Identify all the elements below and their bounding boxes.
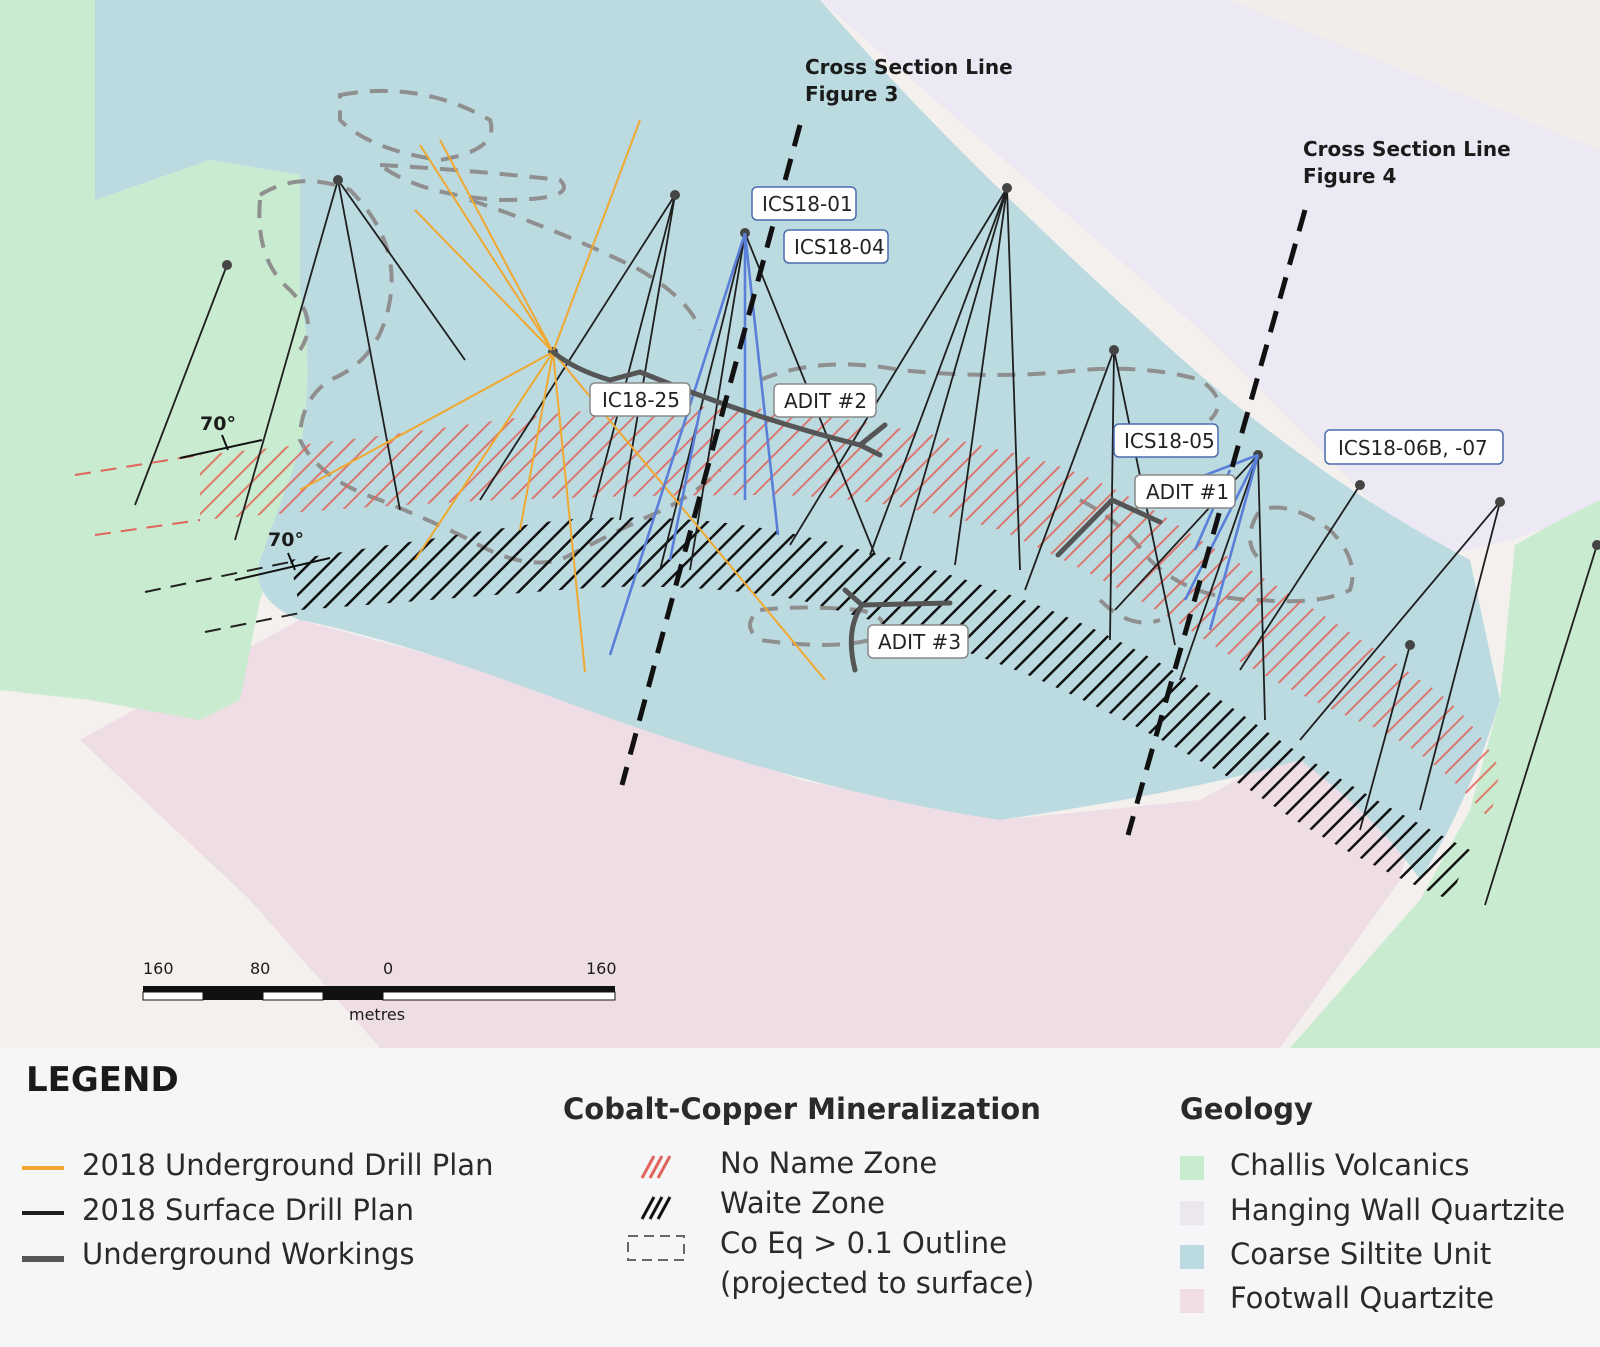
scale-unit: metres bbox=[349, 1005, 405, 1024]
blue-drill-lines bbox=[608, 232, 1260, 656]
drill-label-ic18-25: IC18-25 bbox=[589, 382, 691, 417]
underground-workings bbox=[550, 349, 1163, 673]
scale-tick-160-right: 160 bbox=[586, 959, 617, 978]
legend-title: LEGEND bbox=[26, 1060, 179, 1100]
coarse-siltite-unit-swatch bbox=[1180, 1245, 1204, 1269]
dip-angle-upper: 70° bbox=[200, 413, 236, 435]
drill-label-ics18-01: ICS18-01 bbox=[751, 186, 857, 221]
legend-hanging-wall-quartzite: Hanging Wall Quartzite bbox=[1230, 1193, 1566, 1227]
footwall-quartzite-area bbox=[80, 620, 1430, 1048]
drill-label-ics18-06b-07-text: ICS18-06B, -07 bbox=[1338, 436, 1488, 460]
legend-footwall-quartzite: Footwall Quartzite bbox=[1230, 1281, 1495, 1315]
drill-label-ics18-05: ICS18-05 bbox=[1113, 423, 1219, 458]
adit-2-label: ADIT #2 bbox=[773, 383, 877, 418]
scale-tick-160-left: 160 bbox=[143, 959, 174, 978]
legend-surface-drill-plan: 2018 Surface Drill Plan bbox=[82, 1193, 415, 1227]
no-name-zone-swatch bbox=[640, 1155, 672, 1179]
legend-co-eq-outline: Co Eq > 0.1 Outline bbox=[720, 1226, 1007, 1260]
drill-label-ic18-25-text: IC18-25 bbox=[602, 388, 680, 412]
underground-workings-swatch bbox=[22, 1256, 64, 1262]
drill-label-ics18-04: ICS18-04 bbox=[783, 229, 889, 264]
legend-panel: LEGEND 2018 Underground Drill Plan 2018 … bbox=[0, 1048, 1600, 1347]
drill-label-ics18-06b-07: ICS18-06B, -07 bbox=[1324, 429, 1504, 465]
surface-drill-lines bbox=[134, 179, 1598, 906]
surface-drill-swatch bbox=[22, 1211, 64, 1215]
cross-section-fig3-line1: Cross Section Line bbox=[805, 55, 1013, 79]
no-name-zone bbox=[200, 406, 1500, 820]
cross-section-lines bbox=[619, 124, 1308, 836]
geology-heading: Geology bbox=[1180, 1092, 1313, 1126]
cross-section-fig4-line2: Figure 4 bbox=[1303, 164, 1396, 188]
cross-section-fig4-line1: Cross Section Line bbox=[1303, 137, 1511, 161]
dip-angle-lower: 70° bbox=[268, 529, 304, 551]
scale-tick-80: 80 bbox=[250, 959, 270, 978]
hanging-wall-quartzite-area bbox=[820, 0, 1600, 560]
hanging-wall-quartzite-swatch bbox=[1180, 1201, 1204, 1225]
dip-markers bbox=[179, 434, 331, 581]
legend-waite-zone: Waite Zone bbox=[720, 1186, 885, 1220]
scale-tick-0: 0 bbox=[383, 959, 393, 978]
drill-label-ics18-04-text: ICS18-04 bbox=[794, 235, 885, 259]
adit-1-label: ADIT #1 bbox=[1134, 474, 1236, 509]
waite-zone-swatch bbox=[640, 1196, 672, 1220]
legend-coarse-siltite-unit: Coarse Siltite Unit bbox=[1230, 1237, 1492, 1271]
co-eq-outline-swatch bbox=[627, 1235, 685, 1261]
legend-no-name-zone: No Name Zone bbox=[720, 1146, 938, 1180]
cross-section-fig3-line2: Figure 3 bbox=[805, 82, 898, 106]
adit-3-label: ADIT #3 bbox=[867, 624, 969, 659]
strike-extensions bbox=[74, 454, 306, 633]
adit-1-label-text: ADIT #1 bbox=[1146, 480, 1229, 504]
legend-co-eq-outline-note: (projected to surface) bbox=[720, 1266, 1035, 1300]
footwall-quartzite-swatch bbox=[1180, 1289, 1204, 1313]
challis-volcanics-west bbox=[0, 0, 320, 720]
underground-drill-swatch bbox=[22, 1166, 64, 1170]
adit-2-label-text: ADIT #2 bbox=[784, 389, 867, 413]
waite-zone bbox=[290, 517, 1470, 900]
legend-underground-drill-plan: 2018 Underground Drill Plan bbox=[82, 1148, 494, 1182]
hanging-wall-quartzite-upper bbox=[1230, 0, 1600, 150]
adit-3-label-text: ADIT #3 bbox=[878, 630, 961, 654]
challis-volcanics-swatch bbox=[1180, 1156, 1204, 1180]
drill-label-ics18-01-text: ICS18-01 bbox=[762, 192, 853, 216]
geology-map: 70° 70° Cross Section Line Figure 3 Cros… bbox=[0, 0, 1600, 1048]
mineralization-heading: Cobalt-Copper Mineralization bbox=[563, 1092, 1041, 1126]
legend-underground-workings: Underground Workings bbox=[82, 1237, 415, 1271]
drill-label-ics18-05-text: ICS18-05 bbox=[1124, 429, 1215, 453]
legend-challis-volcanics: Challis Volcanics bbox=[1230, 1148, 1470, 1182]
challis-volcanics-east bbox=[1290, 500, 1600, 1048]
scale-bar: 160 80 0 160 metres bbox=[142, 959, 617, 1024]
